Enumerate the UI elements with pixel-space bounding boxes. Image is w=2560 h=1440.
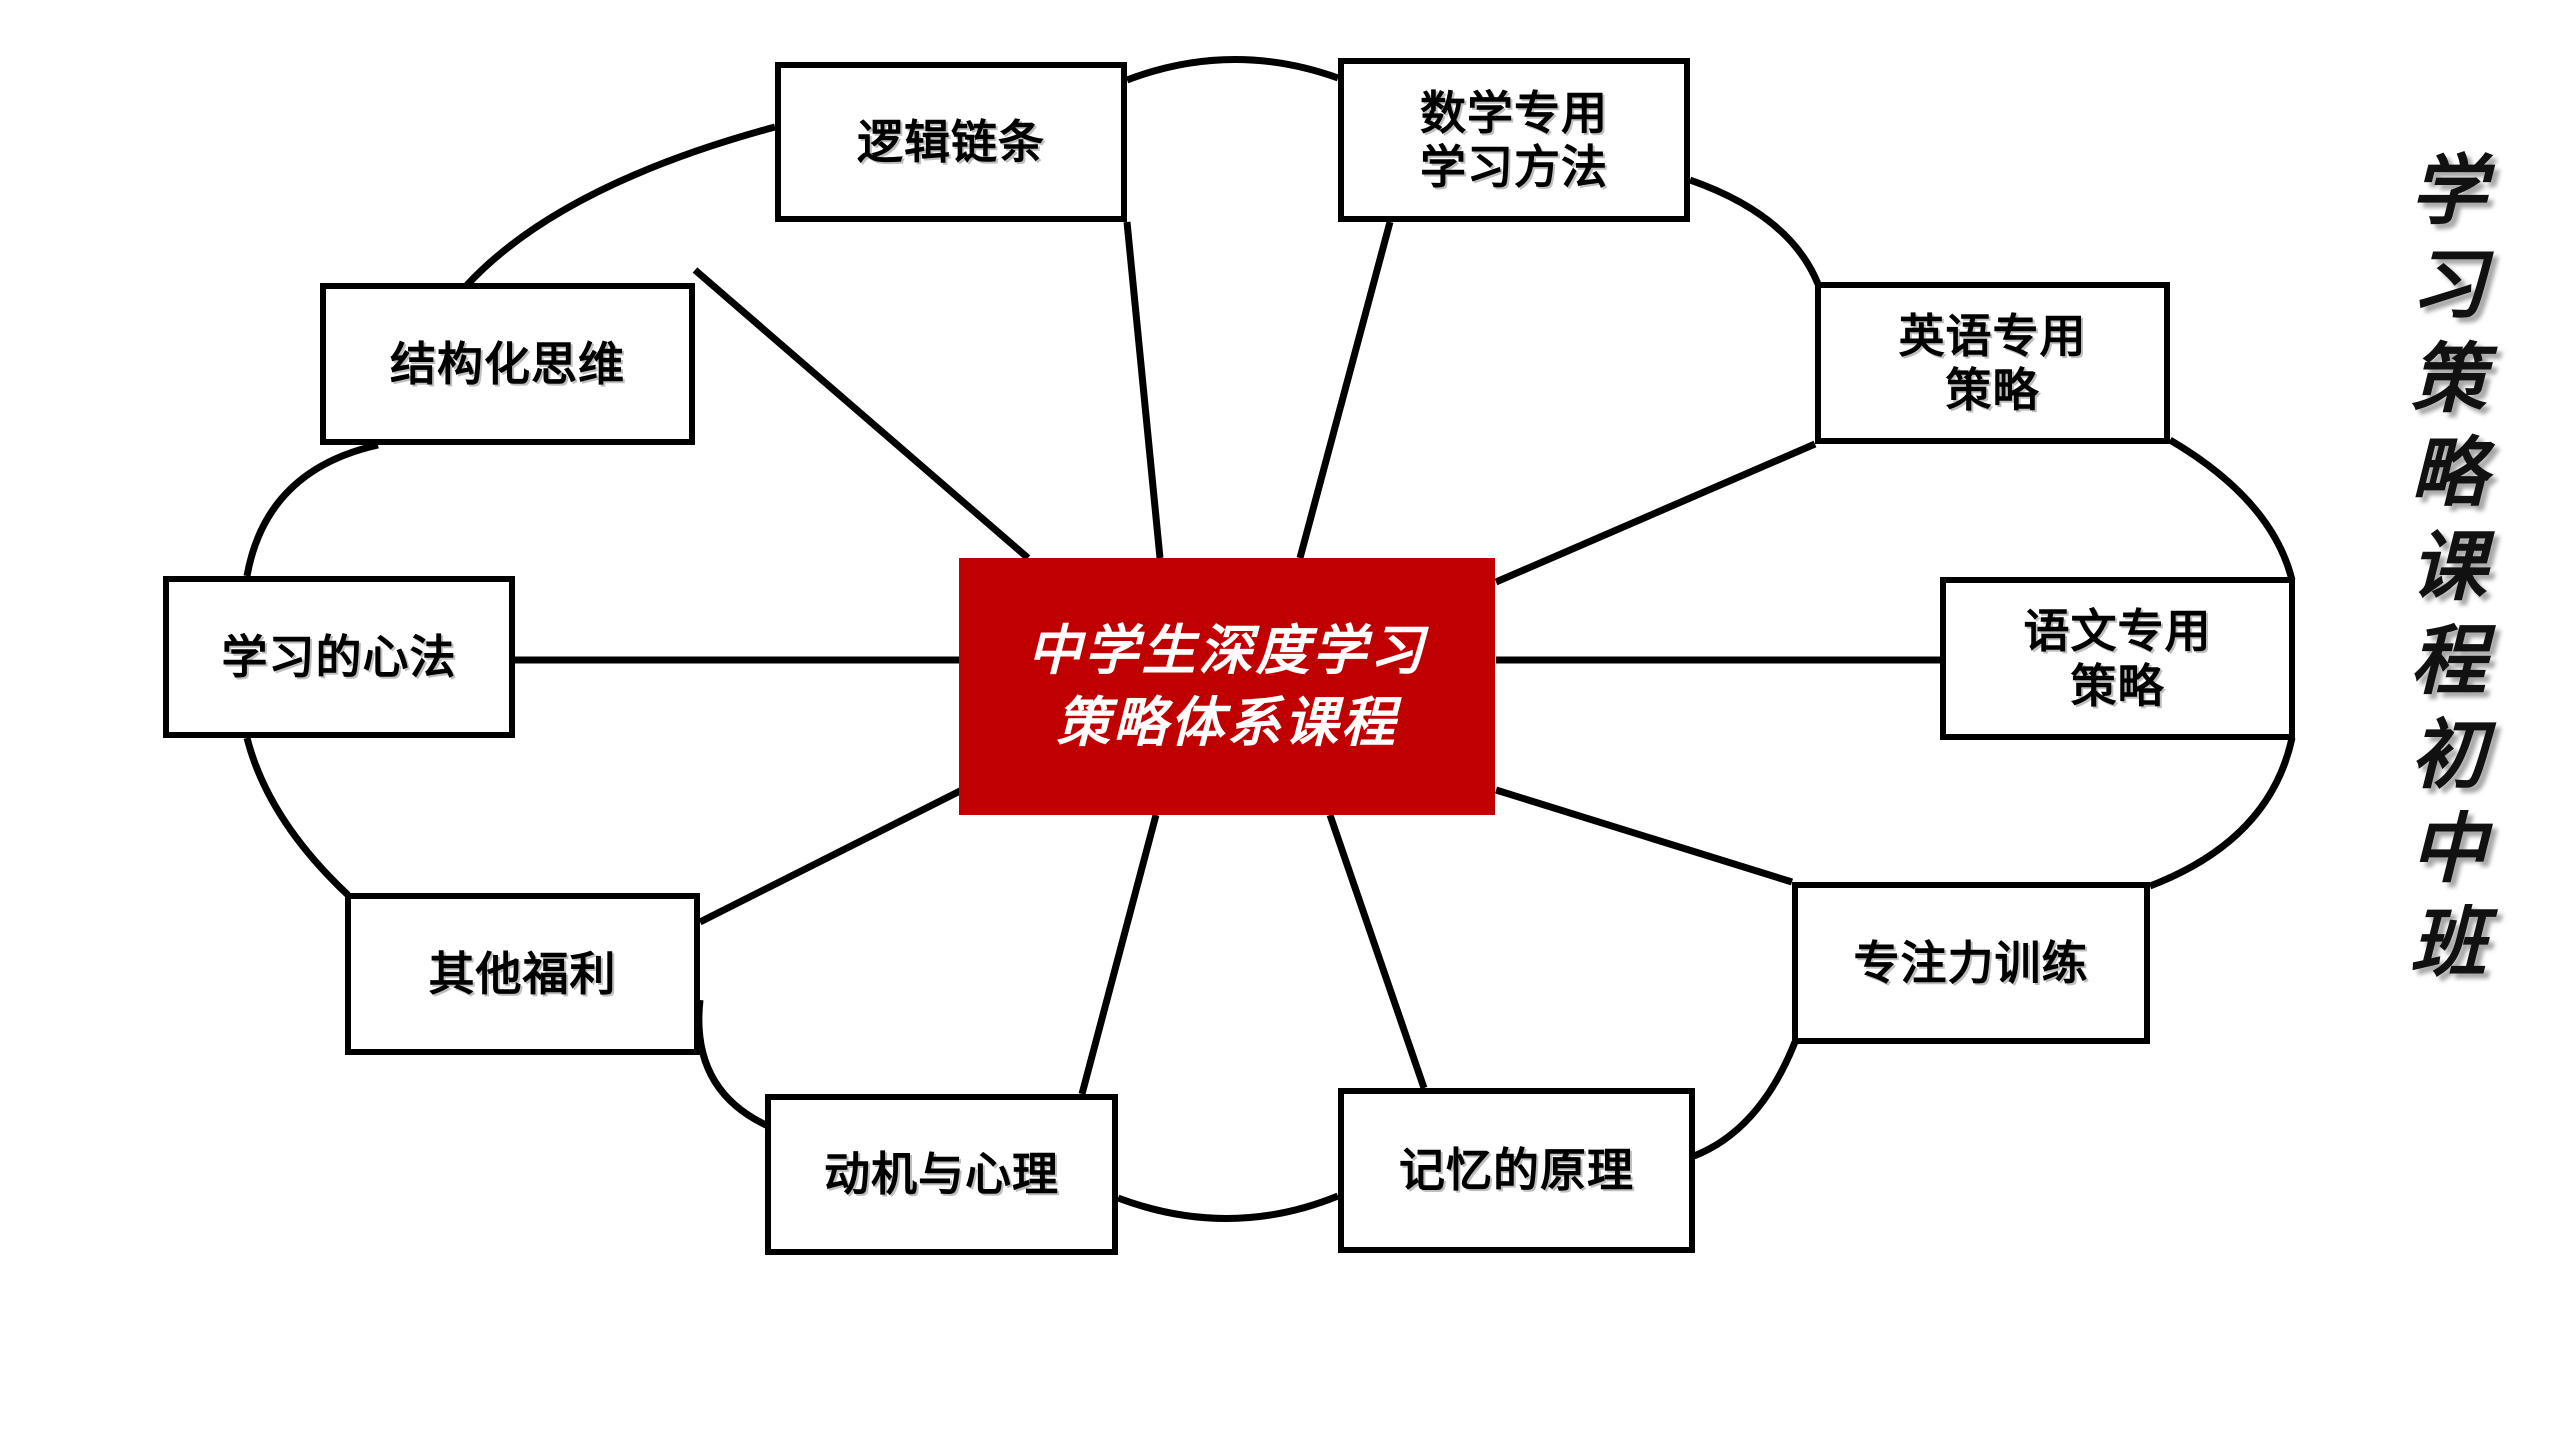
node-label-chinese-strategy: 语文专用 策略 (2023, 604, 2212, 713)
node-label-focus-training: 专注力训练 (1853, 935, 2089, 990)
center-hub-label: 中学生深度学习 策略体系课程 (1027, 618, 1427, 754)
center-hub-box[interactable]: 中学生深度学习 策略体系课程 (959, 558, 1495, 815)
ring-arc-chinese-to-focus (2148, 737, 2296, 890)
node-label-logic-chain: 逻辑链条 (857, 114, 1045, 169)
ring-arc-math-to-english (1688, 176, 1822, 286)
spoke-motivation (1078, 814, 1160, 1095)
ring-arcs (243, 56, 2296, 1222)
spoke-logic-chain (1123, 221, 1164, 559)
spoke-focus-training (1494, 786, 1794, 886)
node-label-learning-mindset: 学习的心法 (221, 629, 457, 684)
node-label-motivation: 动机与心理 (824, 1147, 1059, 1202)
node-chinese-strategy[interactable]: 语文专用 策略 (1940, 577, 2295, 740)
side-title-text: 学习策略课程初中班 (2397, 150, 2487, 996)
node-learning-mindset[interactable]: 学习的心法 (163, 576, 515, 738)
node-logic-chain[interactable]: 逻辑链条 (775, 62, 1127, 222)
node-memory-principle[interactable]: 记忆的原理 (1338, 1088, 1695, 1253)
node-focus-training[interactable]: 专注力训练 (1792, 882, 2150, 1044)
ring-arc-english-to-chinese (2168, 436, 2296, 581)
spoke-memory-principle (1326, 813, 1428, 1090)
node-label-structured-thinking: 结构化思维 (390, 336, 625, 391)
spoke-structured-think (692, 267, 1031, 561)
side-title: 学习策略课程初中班 (2366, 150, 2516, 1250)
spoke-math-method (1296, 221, 1394, 559)
ring-arc-focus-to-memory (1692, 1040, 1799, 1160)
node-label-other-benefits: 其他福利 (428, 946, 617, 1001)
ring-arc-motivation-to-benefits (695, 999, 770, 1130)
node-label-english-strategy: 英语专用 策略 (1898, 308, 2087, 417)
ring-arc-logic-to-math (1125, 56, 1340, 84)
ring-arc-memory-to-motivation (1116, 1192, 1340, 1222)
ring-arc-structured-to-logic (464, 123, 776, 288)
ring-arc-mindset-to-structured (243, 441, 379, 577)
center-spokes (515, 221, 1940, 1095)
node-label-math-method: 数学专用 学习方法 (1420, 85, 1608, 194)
spoke-english-strategy (1494, 440, 1817, 586)
node-math-method[interactable]: 数学专用 学习方法 (1338, 58, 1690, 222)
spoke-other-benefits (698, 786, 964, 926)
node-english-strategy[interactable]: 英语专用 策略 (1815, 282, 2170, 444)
node-structured-thinking[interactable]: 结构化思维 (320, 283, 695, 445)
node-label-memory-principle: 记忆的原理 (1399, 1143, 1634, 1198)
ring-arc-benefits-to-mindset (243, 737, 351, 898)
node-motivation[interactable]: 动机与心理 (765, 1094, 1118, 1255)
node-other-benefits[interactable]: 其他福利 (345, 893, 700, 1055)
